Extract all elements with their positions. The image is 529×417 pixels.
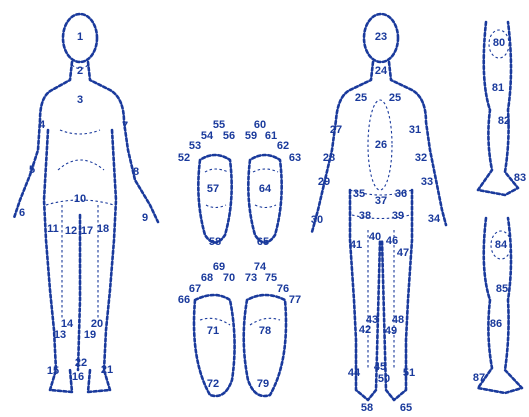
label-7: 7 [122,120,128,132]
label-80: 80 [493,37,505,49]
label-79: 79 [257,378,269,390]
label-73: 73 [245,272,257,284]
label-52: 52 [178,152,190,164]
label-58-back: 58 [361,402,373,414]
label-45: 45 [374,361,386,373]
label-2: 2 [77,65,83,77]
label-71: 71 [207,325,219,337]
front-inner-leg-outline [78,215,80,370]
label-53: 53 [189,140,201,152]
label-9: 9 [142,212,148,224]
label-31: 31 [409,124,421,136]
label-72: 72 [207,378,219,390]
back-leg-dividers [368,230,394,370]
label-83: 83 [514,172,526,184]
label-58: 58 [209,236,221,248]
label-6: 6 [19,207,25,219]
label-62: 62 [277,140,289,152]
label-84: 84 [495,239,508,251]
label-32: 32 [415,152,427,164]
label-57: 57 [207,183,219,195]
left-sole-outline [198,155,231,243]
label-81: 81 [492,82,504,94]
label-87: 87 [473,372,485,384]
label-38: 38 [359,210,371,222]
label-25-left: 25 [355,92,367,104]
label-68: 68 [201,272,213,284]
label-36: 36 [395,188,407,200]
label-39: 39 [392,210,404,222]
label-8: 8 [133,166,139,178]
label-30: 30 [311,214,323,226]
label-23: 23 [375,31,387,43]
label-50: 50 [378,373,390,385]
label-12: 12 [65,225,77,237]
label-11: 11 [47,223,59,235]
label-66: 66 [178,294,190,306]
label-4: 4 [39,119,46,131]
label-27: 27 [330,124,342,136]
label-3: 3 [77,94,83,106]
label-65: 65 [257,236,269,248]
label-37: 37 [375,195,387,207]
label-34: 34 [428,213,441,225]
label-18: 18 [97,223,109,235]
label-22: 22 [75,357,87,369]
label-76: 76 [277,283,289,295]
label-25-right: 25 [389,92,401,104]
front-labels: 1 2 3 4 5 6 7 8 9 10 11 12 13 14 15 16 1… [19,31,148,383]
label-35: 35 [353,188,365,200]
label-15: 15 [47,365,59,377]
right-sole-outline [248,155,281,243]
label-13: 13 [54,329,66,341]
label-44: 44 [348,367,361,379]
label-14: 14 [61,318,74,330]
label-5: 5 [29,164,35,176]
label-64: 64 [259,183,272,195]
label-49: 49 [385,325,397,337]
label-28: 28 [323,152,335,164]
label-47: 47 [397,247,409,259]
label-85: 85 [496,283,508,295]
label-1: 1 [77,31,83,43]
label-82: 82 [498,115,510,127]
label-10: 10 [74,193,86,205]
label-59: 59 [245,130,257,142]
side-leg-figures [478,22,522,393]
label-65-back: 65 [400,402,412,414]
label-40: 40 [369,231,381,243]
label-56: 56 [223,130,235,142]
label-33: 33 [421,176,433,188]
label-77: 77 [289,294,301,306]
label-43: 43 [366,314,378,326]
label-51: 51 [403,367,415,379]
label-63: 63 [289,152,301,164]
label-61: 61 [265,130,277,142]
label-26: 26 [375,139,387,151]
label-78: 78 [259,325,271,337]
label-29: 29 [318,176,330,188]
label-20: 20 [91,318,103,330]
label-17: 17 [81,225,93,237]
label-19: 19 [84,329,96,341]
label-24: 24 [375,65,388,77]
label-86: 86 [490,318,502,330]
label-46: 46 [386,235,398,247]
label-70: 70 [223,272,235,284]
label-54: 54 [201,130,214,142]
side-leg-labels: 80 81 82 83 84 85 86 87 [473,37,526,384]
label-75: 75 [265,272,277,284]
label-21: 21 [101,364,113,376]
label-16: 16 [72,371,84,383]
label-67: 67 [189,283,201,295]
label-41: 41 [350,239,362,251]
